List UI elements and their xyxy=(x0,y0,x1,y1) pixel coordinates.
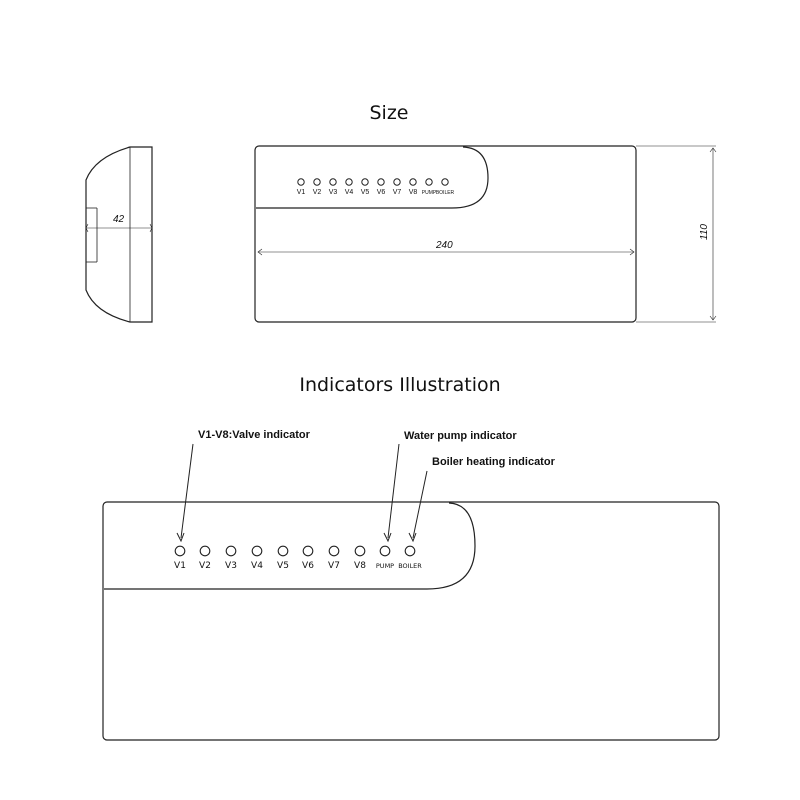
boiler-callout: Boiler heating indicator xyxy=(408,456,556,543)
panel-led-v7: V7 xyxy=(328,545,340,571)
svg-text:V8: V8 xyxy=(409,189,418,196)
svg-text:V2: V2 xyxy=(199,561,211,571)
svg-text:V3: V3 xyxy=(329,189,338,196)
depth-dimension-label: 42 xyxy=(113,214,125,225)
height-dimension-label: 110 xyxy=(699,224,710,240)
front-view xyxy=(254,145,717,323)
size-led-v6: V6 xyxy=(377,178,386,196)
panel-led-v4: V4 xyxy=(251,545,263,571)
svg-text:V7: V7 xyxy=(393,189,402,196)
panel-led-boiler: BOILER xyxy=(398,545,422,570)
svg-text:V5: V5 xyxy=(361,189,370,196)
svg-text:V6: V6 xyxy=(302,561,314,571)
panel-led-v8: V8 xyxy=(354,545,366,571)
svg-text:PUMP: PUMP xyxy=(376,562,394,570)
pump-callout-label: Water pump indicator xyxy=(404,430,517,442)
svg-text:BOILER: BOILER xyxy=(398,562,422,570)
panel-led-v3: V3 xyxy=(225,545,237,571)
size-led-v4: V4 xyxy=(345,178,354,196)
size-led-v7: V7 xyxy=(393,178,402,196)
size-led-pump: PUMP xyxy=(422,178,437,196)
size-led-v1: V1 xyxy=(297,178,306,196)
size-view-indicators: V1 V2 V3 V4 V5 V6 V7 V8 PUMP BOILER xyxy=(297,178,455,196)
size-led-boiler: BOILER xyxy=(436,178,455,196)
panel-indicators: V1 V2 V3 V4 V5 V6 V7 V8 PUMP BOILER xyxy=(174,545,422,571)
size-led-v5: V5 xyxy=(361,178,370,196)
indicators-section-title: Indicators Illustration xyxy=(299,374,501,396)
side-view xyxy=(85,146,153,323)
size-led-v8: V8 xyxy=(409,178,418,196)
svg-text:V8: V8 xyxy=(354,561,366,571)
width-dimension-label: 240 xyxy=(435,240,453,251)
svg-text:V5: V5 xyxy=(277,561,289,571)
svg-text:V7: V7 xyxy=(328,561,340,571)
panel-led-v5: V5 xyxy=(277,545,289,571)
panel-led-v6: V6 xyxy=(302,545,314,571)
svg-text:V3: V3 xyxy=(225,561,237,571)
svg-text:BOILER: BOILER xyxy=(436,190,455,196)
pump-callout: Water pump indicator xyxy=(383,430,517,543)
panel-led-v1: V1 xyxy=(174,545,186,571)
boiler-callout-label: Boiler heating indicator xyxy=(432,456,556,468)
svg-text:V1: V1 xyxy=(297,189,306,196)
panel-led-pump: PUMP xyxy=(376,545,394,570)
size-led-v2: V2 xyxy=(313,178,322,196)
size-led-v3: V3 xyxy=(329,178,338,196)
svg-text:V1: V1 xyxy=(174,561,186,571)
valve-callout-label: V1-V8:Valve indicator xyxy=(198,429,311,441)
svg-text:PUMP: PUMP xyxy=(422,190,437,196)
svg-text:V4: V4 xyxy=(345,189,354,196)
panel-led-v2: V2 xyxy=(199,545,211,571)
valve-callout: V1-V8:Valve indicator xyxy=(176,429,311,543)
svg-text:V6: V6 xyxy=(377,189,386,196)
svg-text:V2: V2 xyxy=(313,189,322,196)
indicator-panel xyxy=(102,501,720,741)
size-section-title: Size xyxy=(369,102,409,124)
svg-text:V4: V4 xyxy=(251,561,263,571)
